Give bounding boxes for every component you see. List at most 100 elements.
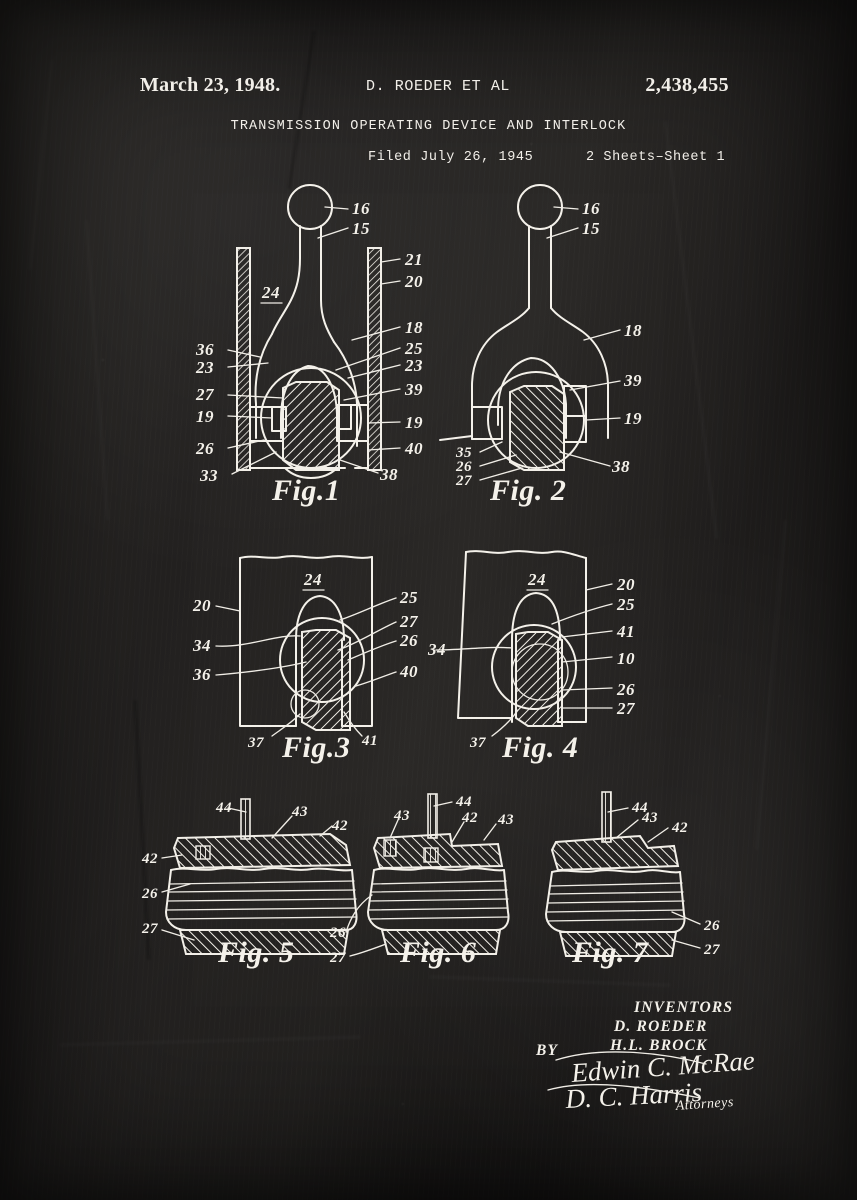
fig2-leader-27: [479, 467, 523, 481]
fig3-label-25: 25: [399, 588, 418, 607]
fig1-ball-bottom: [284, 467, 338, 479]
fig3-label-41: 41: [361, 733, 378, 749]
figure-4: 24 34 20 25 41 10 26 27 37 Fig. 4: [427, 550, 636, 764]
fig1-plunger-block: [282, 381, 340, 471]
fig1-leader-21: [380, 258, 401, 263]
fig2-leader-26: [479, 454, 517, 467]
fig1-right-detent-tip: [336, 404, 352, 430]
fig7-leader-42: [647, 827, 669, 843]
fig1-lever-shaft: [299, 225, 322, 259]
fig1-leader-20: [380, 280, 401, 285]
fig4-leader-26: [561, 687, 613, 691]
fig5-bottom-slab: [178, 929, 350, 955]
figure-3: 24 20 34 36 25 27 26 40 37 41 Fig.3: [192, 555, 419, 764]
fig3-leader-20: [215, 605, 241, 612]
fig6-body-ribs: [368, 880, 509, 920]
fig4-caption: Fig. 4: [501, 731, 578, 764]
fig2-caption: Fig. 2: [489, 474, 566, 507]
fig6-leader-42: [451, 821, 465, 843]
fig1-leader-23l: [227, 362, 269, 368]
fig6-leader-26: [345, 894, 373, 933]
fig2-label-18: 18: [624, 321, 642, 340]
fig1-leader-39: [343, 388, 401, 401]
fig1-leader-25: [335, 347, 401, 371]
inventor-line: D. ROEDER ET AL: [366, 78, 511, 95]
fig3-label-36: 36: [192, 665, 211, 684]
fig3-label-37: 37: [247, 735, 264, 751]
fig4-torn-top-edge: [465, 550, 587, 559]
fig1-yoke-outer-right: [333, 341, 358, 447]
fig7-label-42: 42: [671, 820, 688, 836]
fig2-label-38: 38: [611, 457, 630, 476]
fig4-leader-10: [561, 656, 613, 663]
fig3-leader-25: [339, 597, 397, 621]
fig2-leader-18: [583, 329, 621, 341]
fig1-label-15: 15: [352, 219, 370, 238]
fig4-label-41: 41: [616, 622, 635, 641]
fig1-label-21: 21: [404, 250, 423, 269]
signature-1-flourish: [555, 1051, 707, 1065]
fig1-label-19l: 19: [196, 407, 214, 426]
fig1-label-18: 18: [405, 318, 423, 337]
fig1-label-40: 40: [404, 439, 423, 458]
fig1-leader-19r: [367, 421, 401, 424]
fig7-leader-44: [607, 807, 629, 813]
by-label: BY: [535, 1042, 559, 1059]
fig4-label-24: 24: [527, 570, 546, 589]
fig6-caption: Fig. 6: [399, 936, 476, 969]
fig3-label-27: 27: [399, 612, 419, 631]
fig4-plunger-block: [515, 631, 563, 727]
fig7-pin: [601, 791, 612, 843]
figure-2: 16 15 18 39 19 38 35 26 27 Fig. 2: [439, 184, 642, 507]
fig2-label-19: 19: [624, 409, 642, 428]
fig7-label-44: 44: [631, 800, 648, 816]
fig1-label-27: 27: [195, 385, 215, 404]
fig2-yoke-right-outer: [550, 307, 609, 439]
fig2-leader-16: [553, 206, 579, 210]
fig5-leader-44: [227, 807, 247, 813]
fig3-right-block: [341, 556, 373, 727]
fig2-leader-35: [479, 441, 503, 453]
fig2-lever-shaft: [528, 225, 552, 309]
fig2-yoke-left-outer: [471, 307, 530, 425]
fig1-leader-15: [317, 227, 349, 239]
fig2-leader-19: [585, 417, 621, 421]
fig6-pin: [427, 793, 438, 839]
figure-7: 44 43 42 26 27 Fig. 7: [545, 791, 720, 969]
fig4-right-block: [557, 557, 587, 723]
fig1-label-16: 16: [352, 199, 370, 218]
fig4-leader-25: [551, 603, 613, 625]
fig4-label-27: 27: [616, 699, 636, 718]
fig1-yoke-outer-left: [254, 333, 273, 439]
fig1-label-38: 38: [379, 465, 398, 484]
fig3-leader-37: [271, 713, 301, 737]
fig4-cam-dome: [511, 592, 561, 641]
patent-date: March 23, 1948.: [140, 74, 281, 96]
fig1-leader-16: [324, 206, 349, 210]
fig5-label-43: 43: [291, 804, 308, 820]
fig5-body-ribs: [166, 880, 357, 920]
fig1-label-23r: 23: [404, 356, 423, 375]
inventor-1: D. ROEDER: [613, 1018, 707, 1035]
figure-6: 44 43 42 43 26 27 Fig. 6: [329, 793, 514, 969]
fig6-label-43l: 43: [393, 808, 410, 824]
fig1-label-26: 26: [195, 439, 214, 458]
signature-2-flourish: [547, 1083, 701, 1099]
fig3-label-26: 26: [399, 631, 418, 650]
fig4-label-26: 26: [616, 680, 635, 699]
fig3-leader-41: [343, 711, 363, 737]
sheet-count: 2 Sheets–Sheet 1: [586, 150, 726, 165]
fig3-leader-26: [347, 640, 397, 661]
fig5-leader-26: [161, 883, 191, 893]
fig3-leader-36: [215, 661, 307, 676]
fig6-label-42: 42: [461, 810, 478, 826]
fig2-label-16: 16: [582, 199, 600, 218]
patent-title: TRANSMISSION OPERATING DEVICE AND INTERL…: [230, 119, 627, 134]
fig1-label-39: 39: [404, 380, 423, 399]
fig6-label-43r: 43: [497, 812, 514, 828]
fig2-leader-39: [569, 380, 621, 391]
fig7-label-27: 27: [703, 942, 720, 958]
fig5-leader-43: [271, 815, 293, 839]
fig1-left-detent-tip: [271, 406, 287, 432]
fig1-caption: Fig.1: [271, 474, 340, 507]
